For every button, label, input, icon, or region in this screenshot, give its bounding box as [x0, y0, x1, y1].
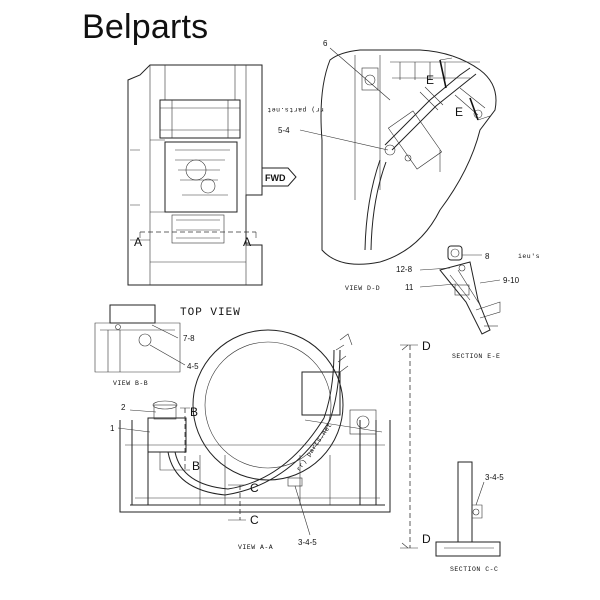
- callout-7-8: 7-8: [183, 334, 195, 343]
- view-dd-drawing: [299, 47, 497, 265]
- view-aa-drawing: [117, 329, 418, 549]
- section-cc-drawing: [435, 461, 501, 557]
- section-marker-c-bottom: C: [250, 513, 259, 527]
- fwd-arrow-label: FWD: [265, 173, 286, 183]
- callout-4-5: 4-5: [187, 362, 199, 371]
- callout-8: 8: [485, 252, 490, 261]
- section-ee-drawing: [419, 245, 501, 335]
- section-marker-a-left: A: [134, 235, 142, 249]
- watermark-ee: ieu's: [518, 253, 540, 260]
- top-view-caption: TOP VIEW: [180, 307, 241, 319]
- section-marker-e-bottom: E: [455, 105, 463, 119]
- view-bb-caption: VIEW B-B: [113, 380, 148, 387]
- view-aa-caption: VIEW A-A: [238, 544, 273, 551]
- callout-12-8: 12-8: [396, 265, 413, 274]
- view-bb-drawing: [94, 304, 186, 373]
- section-marker-b-bottom: B: [192, 459, 200, 473]
- brand-title: Belparts: [82, 8, 209, 46]
- section-marker-c-top: C: [250, 481, 259, 495]
- callout-6: 6: [323, 39, 328, 48]
- watermark-aa: rr) parts.net: [295, 422, 334, 473]
- callout-9-10: 9-10: [503, 276, 520, 285]
- callout-3-4-5-bottom: 3-4-5: [298, 538, 317, 547]
- callout-2: 2: [121, 403, 126, 412]
- section-marker-d-top: D: [422, 339, 431, 353]
- section-marker-d-bottom: D: [422, 532, 431, 546]
- view-dd-caption: VIEW D-D: [345, 285, 380, 292]
- section-marker-b-top: B: [190, 405, 198, 419]
- section-marker-a-right: A: [243, 235, 251, 249]
- callout-5-4: 5-4: [278, 126, 290, 135]
- section-ee-caption: SECTION E-E: [452, 353, 500, 360]
- callout-1: 1: [110, 424, 115, 433]
- callout-11: 11: [405, 283, 414, 292]
- section-cc-caption: SECTION C-C: [450, 566, 498, 573]
- callout-3-4-5-right: 3-4-5: [485, 473, 504, 482]
- section-marker-e-top: E: [426, 73, 434, 87]
- watermark-dd: rr) parts.net: [267, 106, 324, 113]
- top-view-drawing: [127, 64, 297, 286]
